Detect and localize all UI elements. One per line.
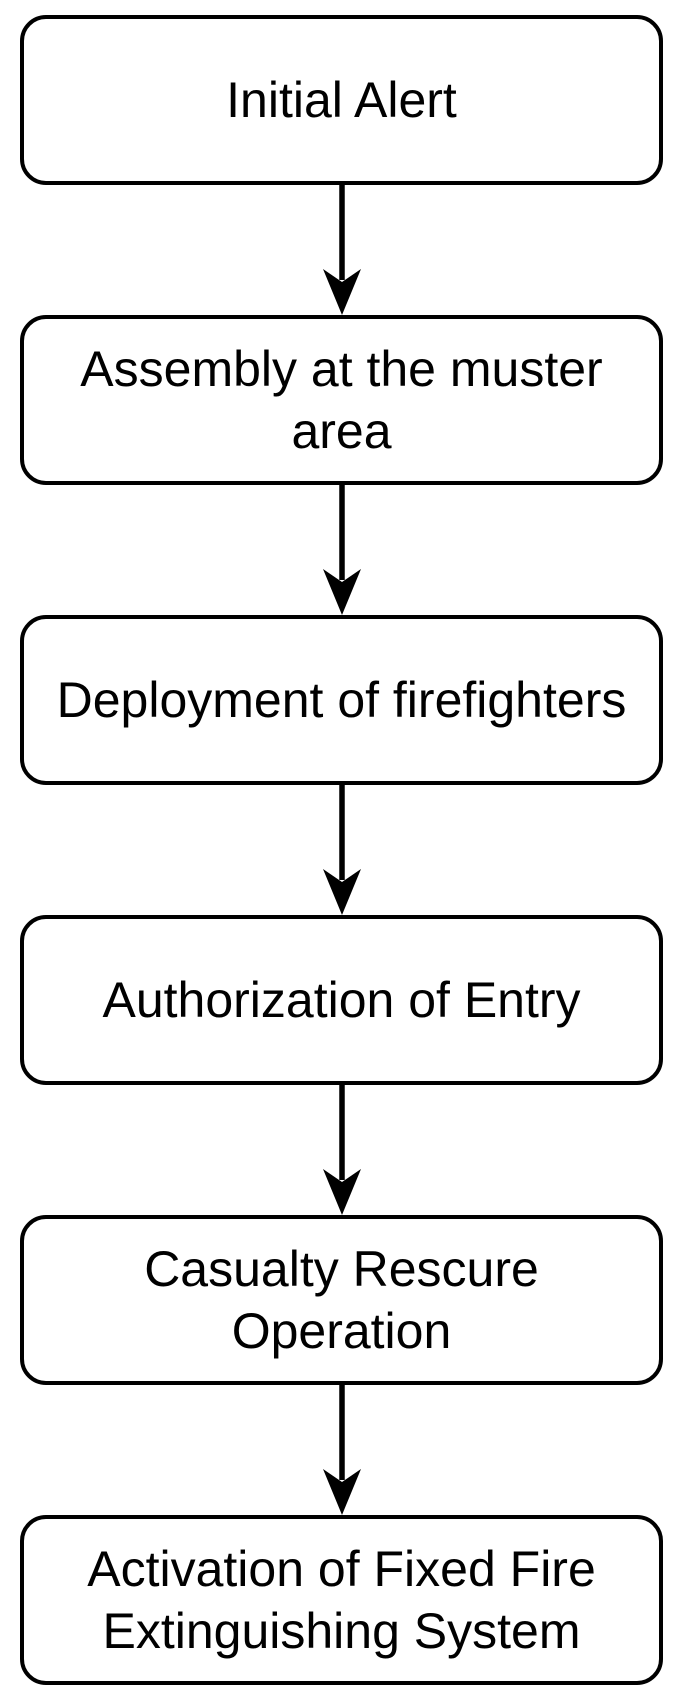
flow-node-label: Deployment of firefighters (56, 672, 627, 728)
flow-node-label: Casualty Rescure Operation (144, 1241, 539, 1359)
flow-node-assembly-muster-area: Assembly at the muster area (20, 315, 663, 485)
down-arrow-icon (323, 485, 361, 615)
flow-node-authorization-entry: Authorization of Entry (20, 915, 663, 1085)
flow-node-label: Assembly at the muster area (80, 341, 603, 459)
flow-node-label: Initial Alert (226, 72, 457, 128)
flow-node-initial-alert: Initial Alert (20, 15, 663, 185)
flow-node-casualty-rescue-operation: Casualty Rescure Operation (20, 1215, 663, 1385)
flow-node-deployment-firefighters: Deployment of firefighters (20, 615, 663, 785)
flow-node-label: Authorization of Entry (102, 972, 581, 1028)
down-arrow-icon (323, 1085, 361, 1215)
flow-node-label: Activation of Fixed Fire Extinguishing S… (87, 1541, 596, 1659)
flow-node-activation-fixed-fire-system: Activation of Fixed Fire Extinguishing S… (20, 1515, 663, 1685)
down-arrow-icon (323, 185, 361, 315)
down-arrow-icon (323, 785, 361, 915)
down-arrow-icon (323, 1385, 361, 1515)
